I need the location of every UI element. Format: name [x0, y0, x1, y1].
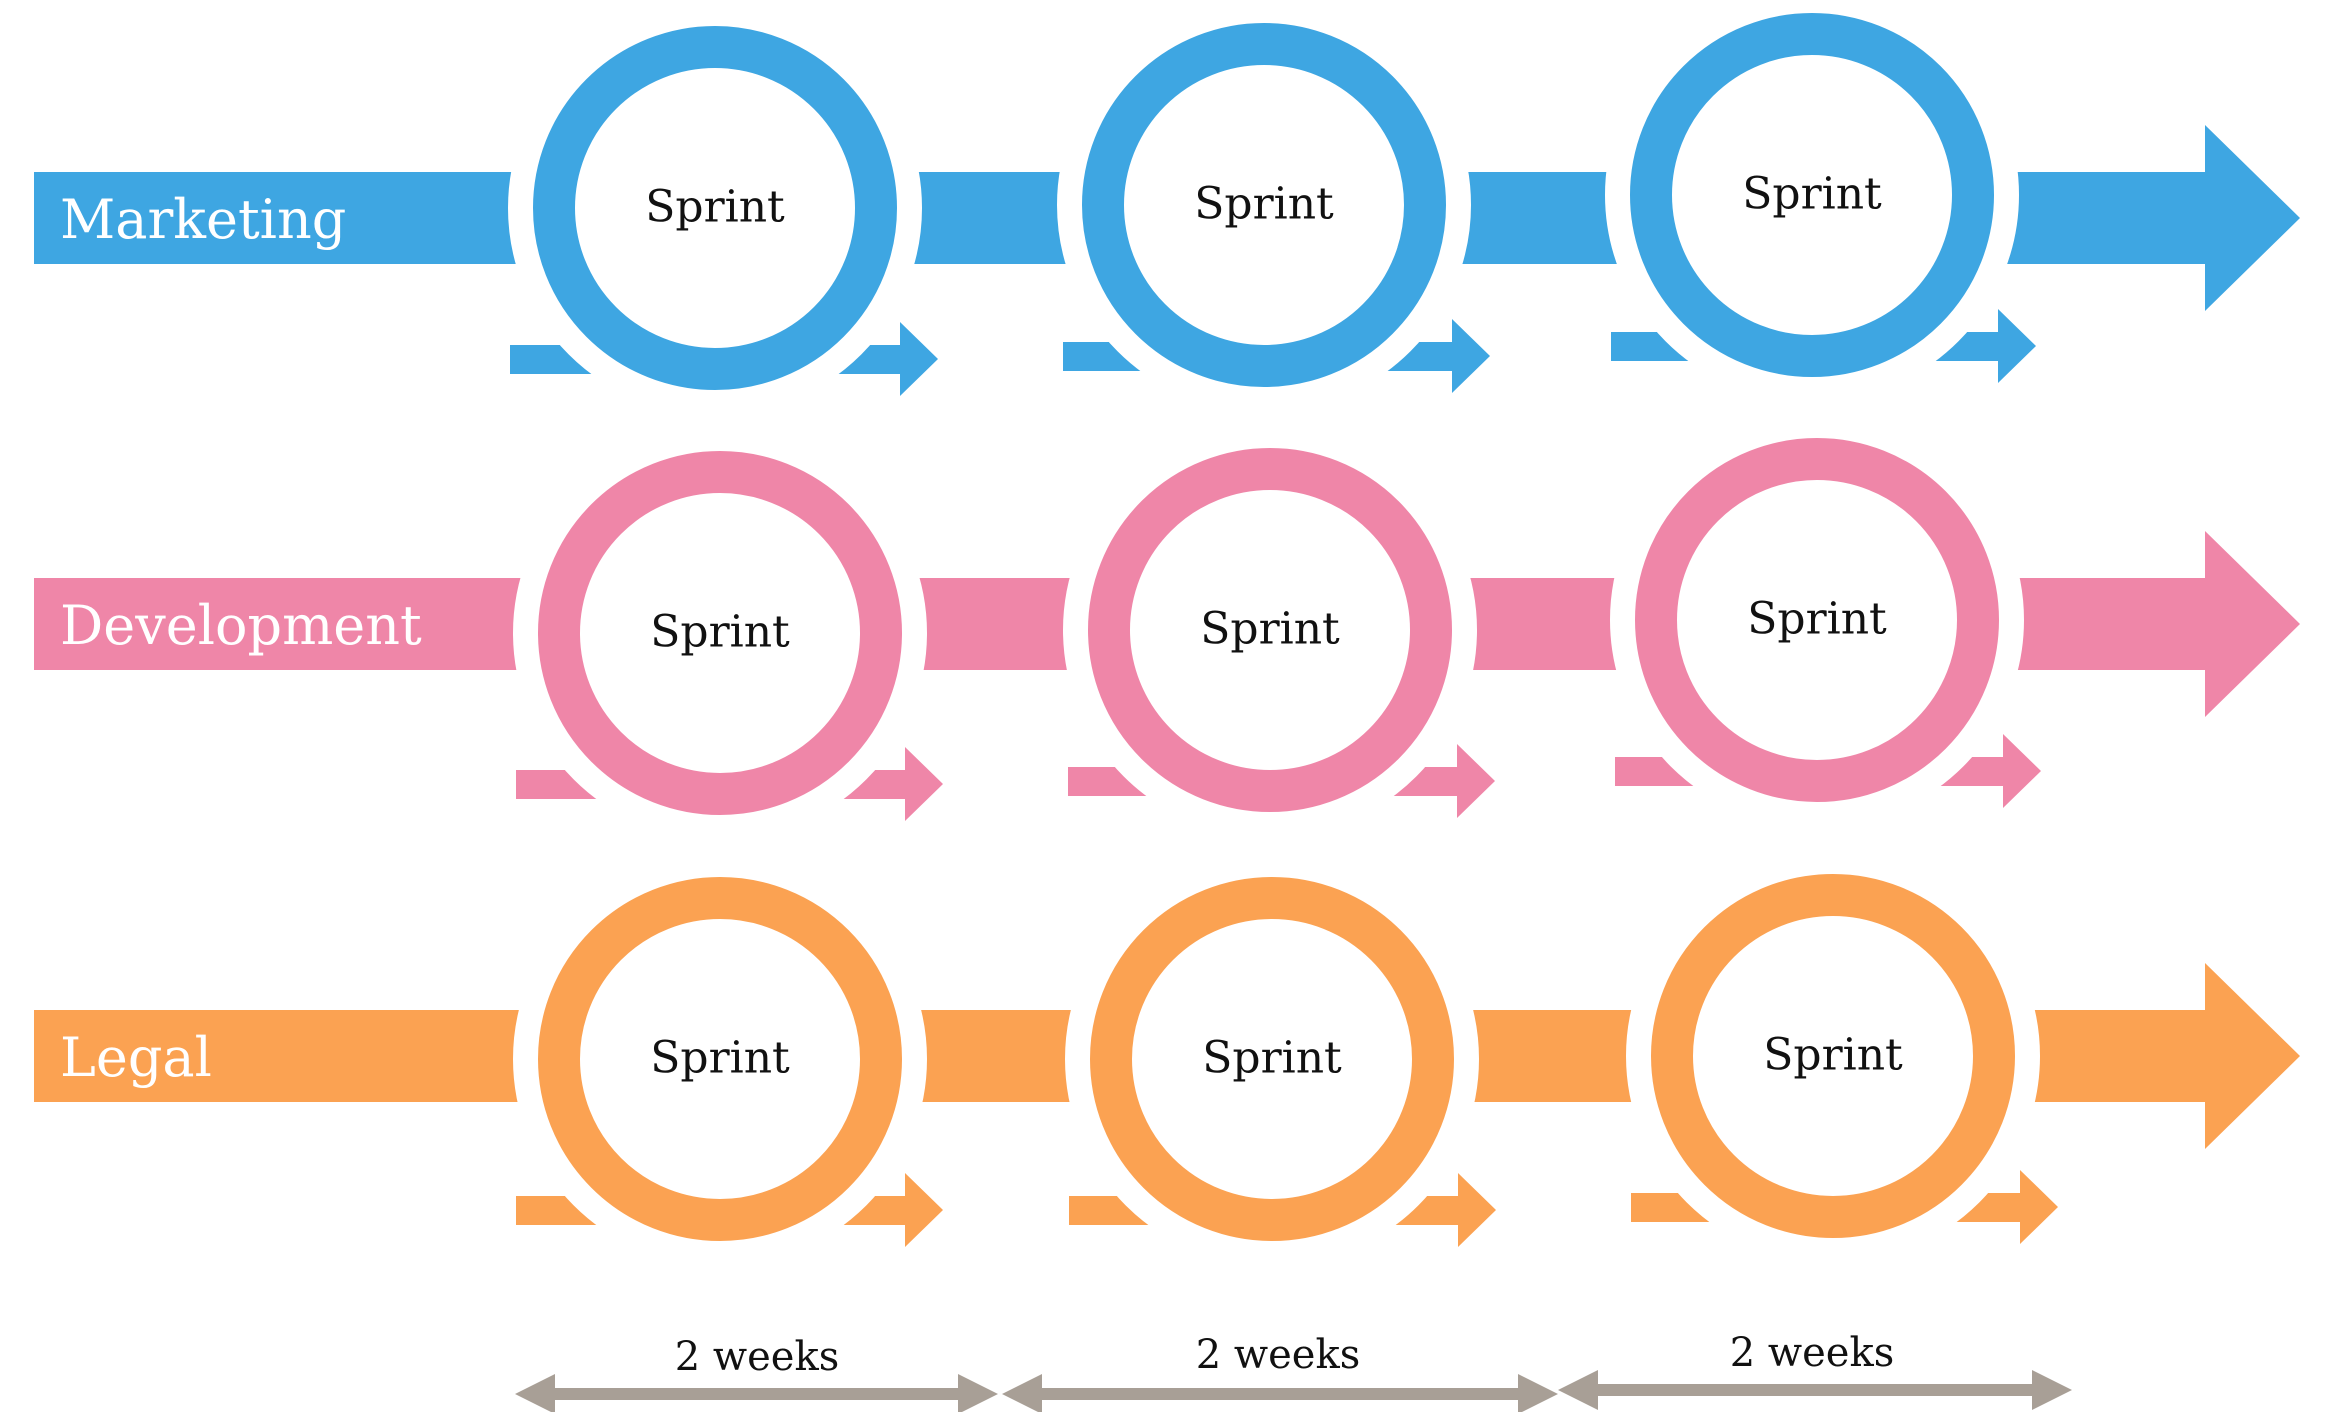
sprint-loop-ring	[1090, 877, 1454, 1241]
duration-label: 2 weeks	[1730, 1330, 1895, 1376]
sprint-cycle: Sprint	[1626, 849, 2058, 1263]
duration-label: 2 weeks	[675, 1334, 840, 1380]
sprint-label: Sprint	[1763, 1030, 1903, 1081]
lane-label: Legal	[60, 1026, 212, 1089]
sprint-cycle: Sprint	[508, 1, 938, 415]
lane-label: Development	[60, 594, 422, 657]
sprint-cycle: Sprint	[1605, 0, 2036, 402]
sprint-cycle: Sprint	[1063, 423, 1495, 837]
lane-label: Marketing	[60, 188, 346, 251]
sprint-label: Sprint	[1742, 169, 1882, 220]
lane-legal: Legal Sprint Sprint Sprint	[34, 849, 2300, 1266]
sprint-loop-ring	[1630, 13, 1994, 377]
sprint-cycle: Sprint	[513, 852, 943, 1266]
double-arrow	[1002, 1374, 1558, 1414]
sprint-label: Sprint	[1747, 594, 1887, 645]
sprint-loop-ring	[538, 877, 902, 1241]
sprint-cycle: Sprint	[513, 426, 943, 840]
sprint-loop-ring	[1088, 448, 1452, 812]
lane-development: Development Sprint Sprint Sprint	[34, 413, 2300, 840]
sprint-loop-ring	[533, 26, 897, 390]
sprint-cycle: Sprint	[1065, 852, 1496, 1266]
sprint-label: Sprint	[645, 182, 785, 233]
sprint-loop-ring	[1635, 438, 1999, 802]
sprint-loop-ring	[1082, 23, 1446, 387]
double-arrow	[515, 1374, 998, 1414]
duration-span: 2 weeks	[1002, 1332, 1558, 1414]
sprint-cycle: Sprint	[1057, 0, 1490, 412]
double-arrow	[1558, 1370, 2072, 1410]
lane-marketing: Marketing Sprint Sprint Sprint	[34, 0, 2300, 415]
duration-label: 2 weeks	[1196, 1332, 1361, 1378]
sprint-cycle: Sprint	[1610, 413, 2041, 827]
sprint-loop-ring	[1651, 874, 2015, 1238]
sprint-label: Sprint	[1200, 604, 1340, 655]
sprint-label: Sprint	[650, 1033, 790, 1084]
sprint-label: Sprint	[650, 607, 790, 658]
duration-span: 2 weeks	[515, 1334, 998, 1414]
sprint-label: Sprint	[1202, 1033, 1342, 1084]
duration-span: 2 weeks	[1558, 1330, 2072, 1410]
duration-timeline: 2 weeks 2 weeks 2 weeks	[515, 1330, 2072, 1414]
sprint-loop-ring	[538, 451, 902, 815]
sprint-label: Sprint	[1194, 179, 1334, 230]
